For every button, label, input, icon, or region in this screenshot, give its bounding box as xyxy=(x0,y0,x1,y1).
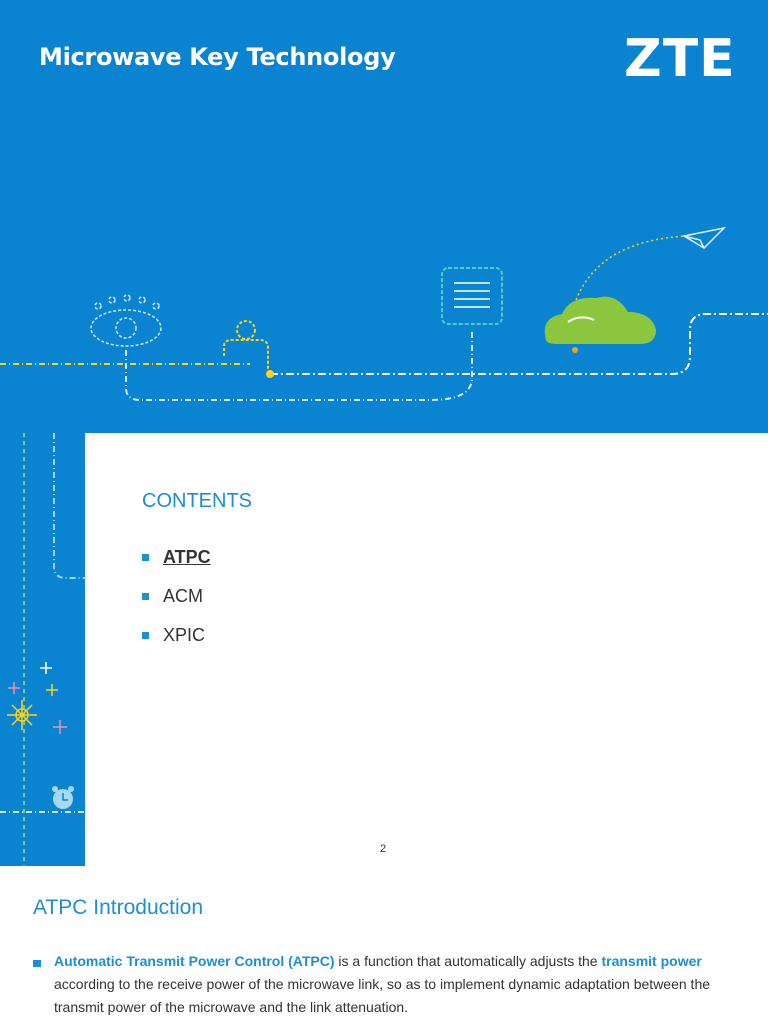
contents-heading: CONTENTS xyxy=(142,490,252,512)
square-bullet-icon xyxy=(142,593,149,600)
toc-label: ATPC xyxy=(163,547,211,567)
line-node-dot xyxy=(266,370,274,378)
zte-logo: ZTE xyxy=(624,29,736,89)
person-icon xyxy=(223,320,269,370)
square-bullet-icon xyxy=(33,960,41,967)
toc-label: XPIC xyxy=(163,625,206,645)
intro-paragraph: Automatic Transmit Power Control (ATPC) … xyxy=(54,950,744,1019)
network-line-right xyxy=(270,313,768,375)
network-line-main xyxy=(125,330,473,401)
cloud-icon xyxy=(544,296,656,344)
toc-list: ATPC ACM XPIC xyxy=(142,538,211,655)
contents-panel: CONTENTS ATPC ACM XPIC 2 xyxy=(85,433,768,866)
cloud-node-dot xyxy=(572,347,578,353)
toc-item-xpic[interactable]: XPIC xyxy=(142,616,211,655)
sparkle-icon xyxy=(7,662,67,734)
atpc-intro-slide: ATPC Introduction Automatic Transmit Pow… xyxy=(0,866,768,1024)
square-bullet-icon xyxy=(142,554,149,561)
server-panel-icon xyxy=(441,267,503,325)
paragraph-text: according to the receive power of the mi… xyxy=(54,976,711,1015)
toc-label: ACM xyxy=(163,586,203,606)
paragraph-text: is a function that automatically adjusts… xyxy=(334,953,602,969)
atpc-term: Automatic Transmit Power Control (ATPC) xyxy=(54,953,335,969)
flight-path xyxy=(575,235,689,301)
toc-item-atpc[interactable]: ATPC xyxy=(142,538,211,577)
toc-item-acm[interactable]: ACM xyxy=(142,577,211,616)
paper-plane-icon xyxy=(681,226,727,249)
transmit-power-term: transmit power xyxy=(601,953,702,969)
section-title: ATPC Introduction xyxy=(33,896,204,919)
eye-icon xyxy=(90,294,162,347)
slide-title: Microwave Key Technology xyxy=(39,43,396,71)
square-bullet-icon xyxy=(142,632,149,639)
page-number: 2 xyxy=(380,843,387,855)
title-slide: Microwave Key Technology ZTE CONTENTS AT… xyxy=(0,0,768,866)
alarm-clock-icon xyxy=(52,786,74,809)
